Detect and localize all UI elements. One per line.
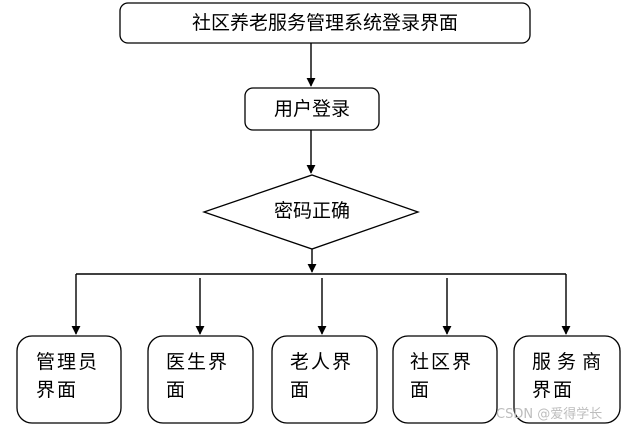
provider-label-line1: 服 务 商	[532, 351, 602, 373]
elder-box	[271, 335, 378, 424]
login-label: 用户登录	[273, 98, 350, 120]
community-box	[392, 335, 498, 424]
title-label: 社区养老服务管理系统登录界面	[191, 12, 458, 34]
watermark: CSDN @爱得学长	[496, 407, 603, 422]
doctor-box	[147, 335, 254, 424]
admin-label-line2: 界面	[36, 379, 79, 401]
admin-box	[16, 335, 122, 424]
decision-label: 密码正确	[273, 200, 350, 222]
community-label-line2: 面	[410, 379, 430, 401]
doctor-label-line2: 面	[166, 379, 186, 401]
doctor-label-line1: 医生界	[166, 351, 230, 373]
login-box	[244, 87, 380, 131]
title-box	[119, 2, 531, 44]
provider-box	[513, 335, 621, 424]
admin-label-line1: 管理员	[36, 351, 100, 373]
community-label-line1: 社区界	[410, 351, 474, 373]
provider-label-line2: 界面	[532, 379, 575, 401]
elder-label-line1: 老人界	[290, 351, 354, 373]
elder-label-line2: 面	[290, 379, 310, 401]
